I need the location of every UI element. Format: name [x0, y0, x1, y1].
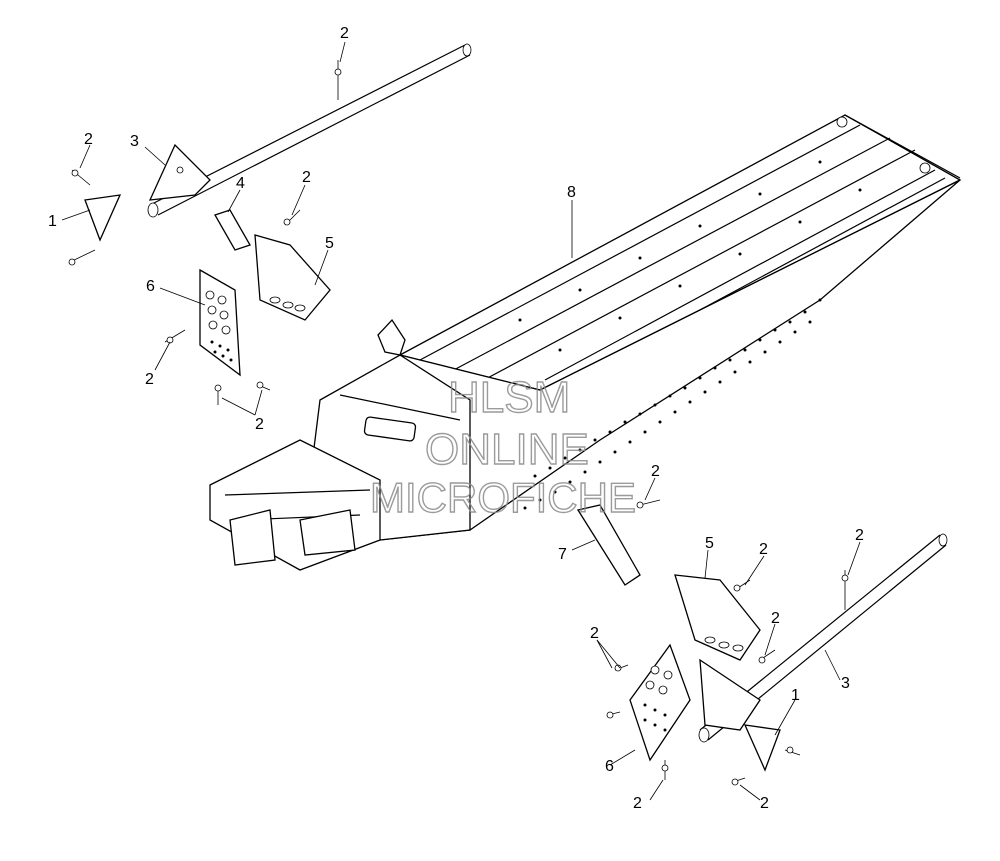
callout-1-left: 1 [48, 213, 57, 230]
support-tube-right [698, 533, 948, 743]
watermark: HLSM ONLINE MICROFICHE [369, 372, 636, 521]
callout-2-left-bottom: 2 [255, 416, 264, 433]
callout-8: 8 [567, 184, 576, 201]
fasteners [68, 60, 849, 786]
callout-2-top: 2 [340, 25, 349, 42]
callout-2-right-a: 2 [759, 541, 768, 558]
watermark-line-1: HLSM [448, 373, 570, 422]
callout-3-left: 3 [130, 133, 139, 150]
callout-2-left-low: 2 [145, 371, 154, 388]
callout-1-right: 1 [791, 687, 800, 704]
step-bracket-left [254, 234, 331, 321]
bracket-right [743, 724, 781, 772]
foot-step-holes-right [643, 665, 673, 732]
support-tube-left [147, 43, 472, 218]
plate-part-4 [214, 209, 251, 251]
step-bracket-right [674, 574, 761, 661]
panel-part-7 [576, 504, 641, 586]
callout-2-mid: 2 [302, 169, 311, 186]
callout-2-bottom-left: 2 [633, 795, 642, 812]
foot-step-plate-right [629, 643, 691, 762]
callout-7: 7 [558, 546, 567, 563]
callout-numbers: 2 3 2 1 4 2 5 6 2 2 8 2 7 5 2 2 2 3 2 1 … [48, 25, 864, 812]
callout-2-right-c: 2 [590, 625, 599, 642]
callout-6-right: 6 [605, 758, 614, 775]
callout-3-right: 3 [841, 675, 850, 692]
foot-step-holes-left [205, 290, 233, 362]
callout-2-right-top: 2 [855, 527, 864, 544]
callout-4: 4 [236, 175, 245, 192]
tunnel-chassis [209, 114, 962, 571]
callout-5-left: 5 [325, 235, 334, 252]
callout-6-left: 6 [146, 278, 155, 295]
watermark-line-2: ONLINE [425, 425, 589, 474]
callout-5-right: 5 [705, 535, 714, 552]
callout-2-right-b: 2 [771, 610, 780, 627]
foot-step-plate-left [199, 268, 241, 377]
bracket-left [84, 194, 122, 242]
leader-lines [61, 41, 861, 801]
callout-2-center: 2 [651, 463, 660, 480]
watermark-line-3: MICROFICHE [370, 474, 636, 521]
side-panel-dots [523, 298, 822, 510]
callout-2-bottom-right: 2 [760, 795, 769, 812]
deck-rivets [518, 160, 862, 352]
callout-2-left-top: 2 [84, 131, 93, 148]
